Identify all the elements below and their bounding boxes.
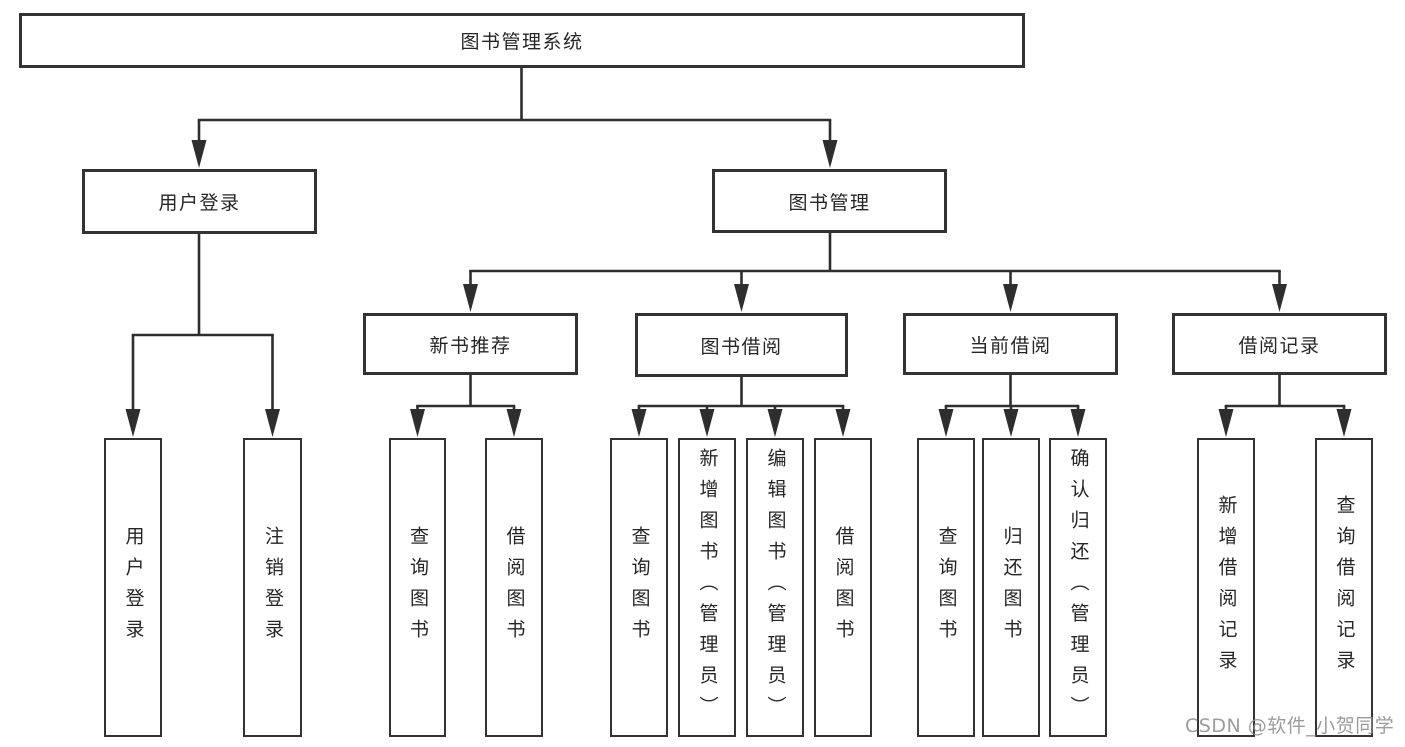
leaf-borrow-books-label: 借阅图书	[832, 525, 855, 650]
node-current-borrow: 当前借阅	[903, 313, 1118, 375]
leaf-query-books-current-label: 查询图书	[935, 525, 958, 650]
watermark-text: CSDN @软件_小贺同学	[1185, 715, 1395, 737]
connector-current-borrow-children	[938, 375, 1086, 437]
leaf-add-book-admin: 新增图书（管理员）	[678, 438, 736, 737]
connector-root-to-level2	[191, 68, 838, 168]
leaf-query-books-current: 查询图书	[917, 438, 975, 737]
node-book-borrow-label: 图书借阅	[700, 335, 783, 358]
node-borrow-records: 借阅记录	[1172, 313, 1387, 375]
node-borrow-records-label: 借阅记录	[1238, 334, 1321, 357]
leaf-add-book-admin-label: 新增图书（管理员）	[696, 448, 719, 727]
node-book-management-label: 图书管理	[788, 191, 871, 214]
leaf-user-login-label: 用户登录	[122, 525, 145, 650]
leaf-query-books-recommend: 查询图书	[389, 438, 446, 737]
node-library-system-label: 图书管理系统	[460, 31, 584, 53]
node-user-login: 用户登录	[82, 169, 317, 234]
leaf-query-borrow-record: 查询借阅记录	[1315, 438, 1373, 737]
leaf-query-borrow-record-label: 查询借阅记录	[1333, 494, 1356, 681]
leaf-return-book: 归还图书	[982, 438, 1040, 737]
connector-book-borrow-children	[631, 377, 851, 437]
leaf-confirm-return-admin: 确认归还（管理员）	[1049, 438, 1107, 737]
leaf-edit-book-admin: 编辑图书（管理员）	[746, 438, 804, 737]
node-library-system: 图书管理系统	[19, 13, 1025, 68]
leaf-confirm-return-admin-label: 确认归还（管理员）	[1067, 448, 1090, 727]
leaf-borrow-books: 借阅图书	[814, 438, 872, 737]
connector-new-book-children	[410, 375, 522, 437]
node-user-login-label: 用户登录	[158, 192, 241, 214]
leaf-query-books-recommend-label: 查询图书	[407, 525, 429, 650]
leaf-add-borrow-record: 新增借阅记录	[1197, 438, 1255, 737]
leaf-edit-book-admin-label: 编辑图书（管理员）	[764, 448, 787, 727]
leaf-logout: 注销登录	[243, 438, 302, 737]
node-book-borrow: 图书借阅	[635, 313, 848, 377]
leaf-user-login: 用户登录	[104, 438, 162, 737]
node-new-book-recommend-label: 新书推荐	[429, 334, 512, 357]
leaf-return-book-label: 归还图书	[1000, 525, 1023, 650]
leaf-borrow-books-recommend-label: 借阅图书	[503, 525, 526, 650]
node-current-borrow-label: 当前借阅	[969, 334, 1052, 357]
connector-borrow-record-children	[1218, 375, 1352, 437]
leaf-borrow-books-recommend: 借阅图书	[485, 438, 543, 737]
leaf-add-borrow-record-label: 新增借阅记录	[1215, 494, 1238, 681]
connector-book-management-children	[463, 233, 1287, 312]
leaf-query-books-borrow: 查询图书	[610, 438, 668, 737]
leaf-logout-label: 注销登录	[262, 525, 284, 650]
node-book-management: 图书管理	[712, 169, 947, 233]
connector-user-login-children	[125, 234, 280, 437]
leaf-query-books-borrow-label: 查询图书	[628, 525, 651, 650]
node-new-book-recommend: 新书推荐	[363, 313, 578, 375]
